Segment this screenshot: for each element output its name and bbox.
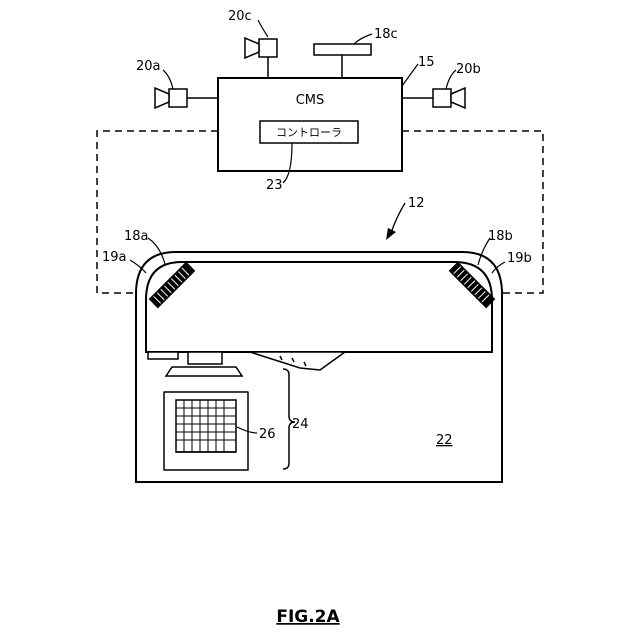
ref-15: 15 <box>418 55 435 70</box>
ref-20a: 20a <box>136 59 161 74</box>
camera-20c-icon <box>245 38 277 58</box>
ref-20c: 20c <box>228 9 252 24</box>
ref-18b: 18b <box>488 229 513 244</box>
ref-12: 12 <box>408 196 425 211</box>
ref-26: 26 <box>259 427 276 442</box>
ref-18a: 18a <box>124 229 149 244</box>
ref-19a: 19a <box>102 250 127 265</box>
cms-unit: CMS コントローラ <box>218 78 402 171</box>
figure-caption: FIG.2A <box>276 607 340 627</box>
arrow-12-icon <box>386 203 405 240</box>
seat <box>164 392 248 470</box>
display-18c <box>314 44 371 55</box>
ref-18c: 18c <box>374 27 398 42</box>
camera-20b-icon <box>433 88 465 108</box>
cms-label: CMS <box>296 93 325 108</box>
ref-19b: 19b <box>507 251 532 266</box>
ref-22: 22 <box>436 433 453 448</box>
ref-24: 24 <box>292 417 309 432</box>
ref-20b: 20b <box>456 62 481 77</box>
camera-20a-icon <box>155 88 187 108</box>
ref-23: 23 <box>266 178 283 193</box>
controller-label: コントローラ <box>276 126 342 139</box>
